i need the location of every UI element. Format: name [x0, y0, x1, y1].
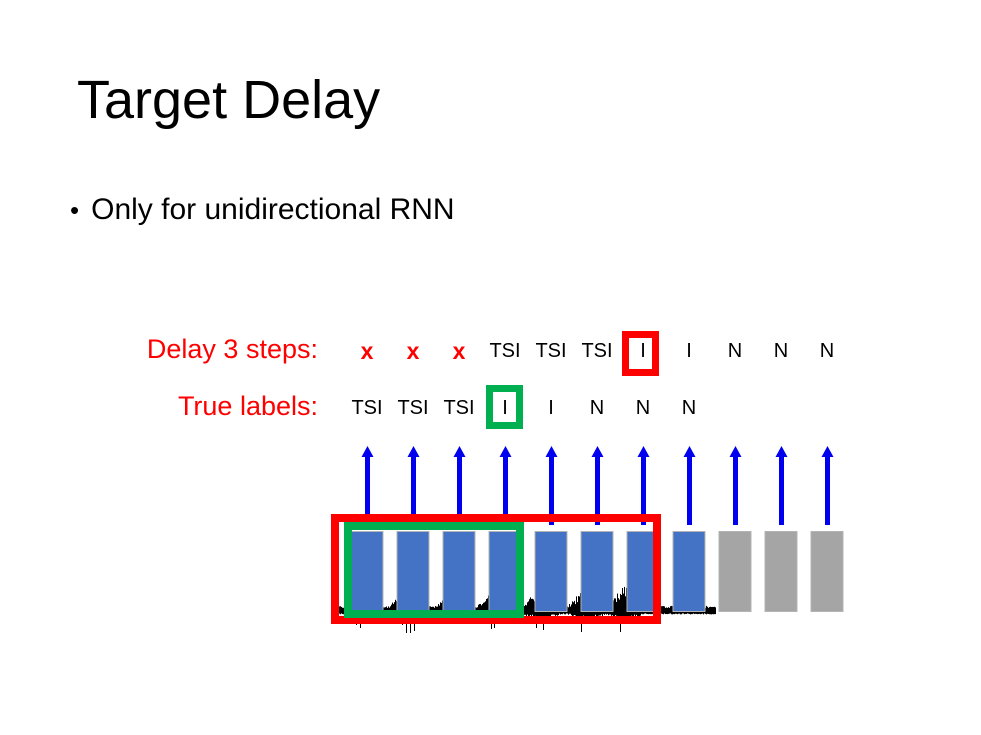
true-labels-row-caption: True labels: — [177, 391, 318, 421]
true-label-token-highlight-box — [486, 385, 523, 429]
token-label: TSI — [535, 340, 567, 362]
output-arrow-icon — [637, 446, 649, 525]
arrow-shaft — [778, 455, 784, 525]
arrow-shaft — [364, 455, 370, 525]
token-label: N — [589, 397, 605, 419]
token-label: N — [681, 397, 697, 419]
token-label: N — [819, 340, 835, 362]
token-label: TSI — [581, 340, 613, 362]
frame-bar — [442, 531, 476, 612]
arrow-head-icon — [591, 446, 603, 457]
token-label: N — [635, 397, 651, 419]
token-label: TSI — [351, 397, 383, 419]
token-label: I — [548, 397, 554, 419]
frame-bar — [350, 531, 384, 612]
arrow-shaft — [548, 455, 554, 525]
output-arrow-icon — [591, 446, 603, 525]
arrow-head-icon — [637, 446, 649, 457]
arrow-shaft — [686, 455, 692, 525]
arrow-shaft — [456, 455, 462, 525]
frame-bar — [534, 531, 568, 612]
output-arrow-icon — [821, 446, 833, 525]
delay-token-highlight-box — [622, 331, 659, 376]
arrow-shaft — [732, 455, 738, 525]
arrow-shaft — [594, 455, 600, 525]
arrow-head-icon — [453, 446, 465, 457]
frame-bar — [672, 531, 706, 612]
token-label: TSI — [397, 397, 429, 419]
arrow-shaft — [410, 455, 416, 525]
arrow-head-icon — [775, 446, 787, 457]
token-label: I — [502, 397, 508, 419]
output-arrow-icon — [407, 446, 419, 525]
token-label: x — [452, 338, 466, 364]
arrow-head-icon — [545, 446, 557, 457]
token-label: I — [640, 340, 646, 362]
token-label: N — [727, 340, 743, 362]
arrow-head-icon — [821, 446, 833, 457]
frame-bar — [810, 531, 844, 612]
output-arrow-icon — [729, 446, 741, 525]
output-arrow-icon — [683, 446, 695, 525]
token-label: I — [686, 340, 692, 362]
arrow-head-icon — [361, 446, 373, 457]
delay-row-caption: Delay 3 steps: — [146, 334, 318, 364]
frame-bar — [764, 531, 798, 612]
output-arrow-icon — [545, 446, 557, 525]
token-label: x — [360, 338, 374, 364]
arrow-head-icon — [729, 446, 741, 457]
output-arrow-icon — [775, 446, 787, 525]
bullet-list-item: • Only for unidirectional RNN — [70, 193, 455, 227]
token-label: TSI — [443, 397, 475, 419]
bullet-marker-icon: • — [70, 195, 80, 225]
token-label: TSI — [489, 340, 521, 362]
page-title: Target Delay — [77, 70, 381, 130]
output-arrow-icon — [499, 446, 511, 525]
bullet-item-label: Only for unidirectional RNN — [91, 193, 455, 226]
true-label-window-box — [344, 522, 524, 618]
output-arrow-icon — [361, 446, 373, 525]
arrow-shaft — [502, 455, 508, 525]
frame-bar — [580, 531, 614, 612]
token-label: x — [406, 338, 420, 364]
output-arrow-icon — [453, 446, 465, 525]
arrow-head-icon — [683, 446, 695, 457]
token-label: N — [773, 340, 789, 362]
frame-bar — [718, 531, 752, 612]
arrow-shaft — [824, 455, 830, 525]
arrow-head-icon — [407, 446, 419, 457]
arrow-head-icon — [499, 446, 511, 457]
arrow-shaft — [640, 455, 646, 525]
delayed-input-window-box — [331, 514, 661, 624]
